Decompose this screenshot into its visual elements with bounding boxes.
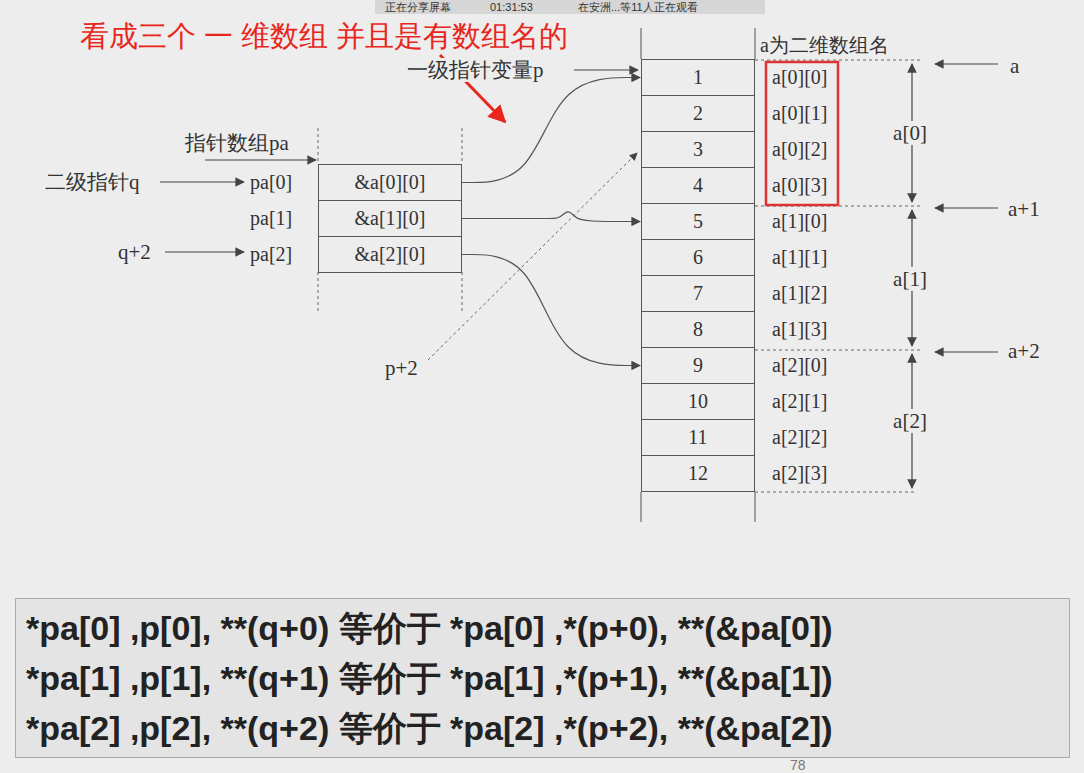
pointer-cell: &a[2][0] — [318, 236, 462, 273]
cell-text: 6 — [693, 246, 703, 269]
status-text: 正在分享屏幕 — [385, 1, 451, 14]
pointer-leader — [935, 351, 998, 352]
element-name: pa[2] — [250, 243, 292, 266]
highlight-rect — [766, 62, 838, 205]
pointer-cell: &a[1][0] — [318, 200, 462, 237]
pointer-connector — [462, 255, 640, 366]
equivalence-line: *pa[0] ,p[0], **(q+0) 等价于 *pa[0] ,*(p+0)… — [26, 603, 833, 653]
element-name: a[2][3] — [772, 462, 828, 485]
element-name: a[1][0] — [772, 210, 828, 233]
element-name: a[2][2] — [772, 426, 828, 449]
pointer-label: p+2 — [385, 356, 418, 380]
element-name: a[1][2] — [772, 282, 828, 305]
row-name: a[0] — [891, 121, 929, 145]
cell-text: 1 — [693, 66, 703, 89]
table-edge — [318, 272, 319, 312]
cell-text: 4 — [693, 174, 703, 197]
column-edge — [755, 492, 756, 522]
element-name: a[0][2] — [772, 138, 828, 161]
pointer-leader — [205, 159, 316, 160]
table-edge — [462, 272, 463, 312]
pointer-leader — [935, 207, 998, 208]
share-bar — [375, 0, 765, 14]
element-name: a[0][3] — [772, 174, 828, 197]
memory-cell: 4 — [641, 167, 755, 204]
cell-text: 10 — [688, 390, 708, 413]
memory-cell: 11 — [641, 419, 755, 456]
cell-text: 8 — [693, 318, 703, 341]
column-edge — [755, 28, 756, 59]
annotation-text: 看成三个 一 维数组 并且是有数组名的 — [80, 20, 568, 53]
element-name: a[1][3] — [772, 318, 828, 341]
row-divider — [755, 350, 920, 351]
pointer-cell: &a[0][0] — [318, 164, 462, 201]
equivalence-line: *pa[2] ,p[2], **(q+2) 等价于 *pa[2] ,*(p+2)… — [26, 703, 833, 753]
memory-cell: 10 — [641, 383, 755, 420]
column-edge — [641, 492, 642, 522]
equivalence-box: *pa[0] ,p[0], **(q+0) 等价于 *pa[0] ,*(p+0)… — [15, 598, 1070, 758]
pointer-label: 指针数组pa — [185, 131, 289, 155]
status-text: 01:31:53 — [490, 1, 533, 14]
address-label: a — [1010, 54, 1019, 78]
cell-text: &a[1][0] — [354, 207, 425, 230]
element-name: pa[0] — [250, 171, 292, 194]
cell-text: 2 — [693, 102, 703, 125]
cell-text: 3 — [693, 138, 703, 161]
memory-cell: 2 — [641, 95, 755, 132]
row-divider — [755, 492, 914, 493]
memory-cell: 5 — [641, 203, 755, 240]
memory-cell: 7 — [641, 275, 755, 312]
cell-text: 9 — [693, 354, 703, 377]
array-caption: a为二维数组名 — [760, 34, 889, 57]
pointer-leader — [165, 251, 244, 252]
page-number: 78 — [790, 757, 806, 773]
pointer-leader — [160, 181, 244, 182]
pointer-leader — [428, 153, 637, 360]
element-name: a[2][0] — [772, 354, 828, 377]
element-name: a[0][0] — [772, 66, 828, 89]
memory-cell: 1 — [641, 59, 755, 96]
element-name: a[1][1] — [772, 246, 828, 269]
memory-cell: 8 — [641, 311, 755, 348]
cell-text: &a[2][0] — [354, 243, 425, 266]
cell-text: &a[0][0] — [354, 171, 425, 194]
element-name: a[2][1] — [772, 390, 828, 413]
pointer-connector — [462, 212, 640, 222]
status-text: 在安洲...等11人正在观看 — [578, 1, 698, 14]
element-name: pa[1] — [250, 207, 292, 230]
address-label: a+2 — [1008, 339, 1040, 363]
row-name: a[1] — [891, 267, 929, 291]
address-label: a+1 — [1008, 197, 1040, 221]
memory-cell: 3 — [641, 131, 755, 168]
memory-cell: 12 — [641, 455, 755, 492]
pointer-leader — [574, 69, 638, 70]
equivalence-line: *pa[1] ,p[1], **(q+1) 等价于 *pa[1] ,*(p+1)… — [26, 653, 833, 703]
table-edge — [462, 128, 463, 164]
pointer-label: q+2 — [118, 240, 151, 264]
row-divider — [755, 60, 920, 61]
column-edge — [641, 28, 642, 59]
memory-cell: 6 — [641, 239, 755, 276]
element-name: a[0][1] — [772, 102, 828, 125]
pointer-leader — [935, 63, 998, 64]
pointer-connector — [462, 78, 640, 183]
cell-text: 12 — [688, 462, 708, 485]
cell-text: 5 — [693, 210, 703, 233]
table-edge — [318, 128, 319, 164]
pointer-label: 一级指针变量p — [405, 58, 546, 82]
cell-text: 11 — [688, 426, 707, 449]
cell-text: 7 — [693, 282, 703, 305]
memory-cell: 9 — [641, 347, 755, 384]
pointer-label: 二级指针q — [45, 170, 140, 194]
row-name: a[2] — [891, 409, 929, 433]
